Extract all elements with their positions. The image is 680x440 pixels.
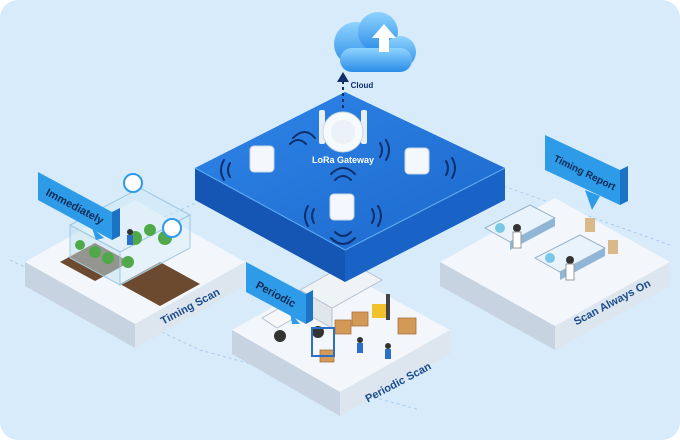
signal-waves	[220, 131, 456, 245]
hospital-platform	[440, 198, 670, 350]
cloud-label: Cloud	[351, 81, 374, 90]
cloud-icon	[334, 12, 416, 72]
gateway-label: LoRa Gateway	[312, 155, 374, 165]
scenario-bubble-timing-report: Timing Report	[545, 135, 628, 210]
sensor-node	[249, 145, 275, 173]
upload-arrow-icon	[337, 72, 349, 108]
sensor-node	[329, 193, 355, 221]
lora-gateway	[319, 110, 367, 153]
sensor-node	[404, 147, 430, 175]
